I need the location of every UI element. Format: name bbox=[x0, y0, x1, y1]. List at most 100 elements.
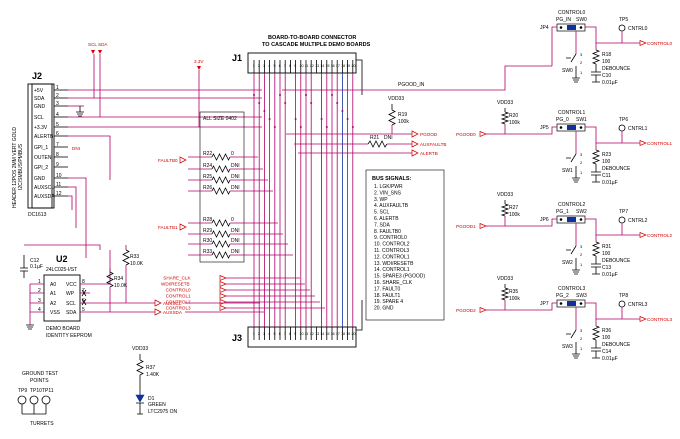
u2-left-pin: A1 bbox=[50, 291, 56, 297]
j2-pin-label: AUXSCL bbox=[34, 185, 54, 191]
debounce-label: DEBOUNCE bbox=[602, 258, 631, 264]
led-d-color: GREEN bbox=[148, 402, 166, 408]
bus-signal-item: 5. SCL bbox=[374, 210, 390, 216]
switch-ref: SW1 bbox=[562, 168, 573, 174]
switch-pin-c: 1 bbox=[580, 70, 583, 75]
pushbutton-icon bbox=[566, 329, 577, 354]
j2-pin-number: 4 bbox=[56, 112, 59, 118]
array-row-ref: R22 bbox=[203, 151, 212, 157]
gnd-tp-title-2: POINTS bbox=[30, 378, 49, 384]
net-pgood: PGOOD bbox=[420, 132, 438, 137]
test-point-icon bbox=[618, 24, 626, 32]
channel-net: CONTROL0 bbox=[647, 41, 672, 46]
j3-ref: J3 bbox=[232, 333, 242, 343]
j1-pin-number: 9 bbox=[294, 64, 296, 68]
bus-signal-item: 3. WP bbox=[374, 197, 388, 203]
j2-pin-label: AUXSDA bbox=[34, 194, 55, 200]
debounce-r-ref: R18 bbox=[602, 52, 611, 58]
j3-pin-number: 2 bbox=[258, 332, 260, 336]
switch-pin-a: 3 bbox=[580, 52, 583, 57]
channel-tp-net: CNTRL0 bbox=[628, 26, 648, 32]
channel-pg: PG_1 bbox=[556, 209, 569, 215]
pullup-supply: VDD33 bbox=[497, 100, 513, 106]
j1-pin-number: 5 bbox=[274, 64, 276, 68]
channel-tp-net: CNTRL2 bbox=[628, 218, 648, 224]
channel-pg-net: PGOOD2 bbox=[456, 308, 476, 313]
switch-ref: SW0 bbox=[562, 68, 573, 74]
array-row-ref: R28 bbox=[203, 217, 212, 223]
aux-sda-label: AUXSDA bbox=[163, 310, 183, 315]
j2-pin-number: 2 bbox=[56, 93, 59, 99]
r33-value: 10.0K bbox=[130, 261, 144, 267]
net-auxfaultb: AUXFAULTB bbox=[420, 142, 446, 147]
j3-pin-number: 8 bbox=[289, 332, 291, 336]
bus-signal-item: 7. SDA bbox=[374, 222, 391, 228]
c12: C12 0.1µF bbox=[20, 244, 101, 278]
u2-left-pin-number: 3 bbox=[38, 298, 41, 304]
u2-ref: U2 bbox=[56, 254, 68, 264]
pullup-ref: R35 bbox=[509, 289, 518, 295]
debounce-c-value: 0.01µF bbox=[602, 180, 618, 186]
j1-pin-number: 10 bbox=[300, 64, 304, 68]
turret-icon bbox=[41, 395, 51, 405]
debounce-r-value: 100 bbox=[602, 59, 611, 65]
j3-pin-number: 15 bbox=[326, 332, 330, 336]
r33-ref: R33 bbox=[130, 254, 139, 260]
channel-tp: TP5 bbox=[619, 17, 628, 23]
channel-title: CONTROL1 bbox=[558, 110, 585, 116]
bus-signal-item: 17. FAULT0 bbox=[374, 286, 401, 292]
channel-net: CONTROL3 bbox=[647, 317, 672, 322]
debounce-r-ref: R31 bbox=[602, 244, 611, 250]
u2-caption-1: DEMO BOARD bbox=[46, 326, 81, 332]
bottom-net-label: SHARE_CLK bbox=[163, 276, 191, 281]
bus-signal-item: 18. FAULT1 bbox=[374, 293, 401, 299]
j2-pin-label: GND bbox=[34, 176, 46, 182]
channel-pg: PG_0 bbox=[556, 117, 569, 123]
r19-supply: VDD33 bbox=[388, 96, 404, 102]
pushbutton-icon bbox=[566, 153, 577, 178]
channel-tp: TP8 bbox=[619, 293, 628, 299]
channel-pg-net: PGOOD0 bbox=[456, 132, 476, 137]
net-alertb: ALERTB bbox=[420, 151, 438, 156]
switch-pin-b: 2 bbox=[580, 60, 583, 65]
switch-pin-b: 2 bbox=[580, 252, 583, 257]
r34-value: 10.0K bbox=[114, 283, 128, 289]
j2-pin-label: SDA bbox=[34, 96, 45, 102]
bus-signal-item: 11. CONTROL3 bbox=[374, 248, 409, 254]
pullup-value: 100k bbox=[509, 296, 520, 302]
channel-jp: JP7 bbox=[540, 301, 549, 307]
array-row-value: 0 bbox=[231, 151, 234, 157]
u2-right-pin-number: 8 bbox=[82, 279, 85, 285]
bottom-net-label: WDI/RESETB bbox=[161, 282, 190, 287]
j1-pin-number: 19 bbox=[346, 64, 350, 68]
j1-pin-number: 13 bbox=[315, 64, 319, 68]
bus-signal-item: 2. VIN_SNS bbox=[374, 190, 402, 196]
channel-pg: PG_2 bbox=[556, 293, 569, 299]
u2-part: 24LC025-I/ST bbox=[46, 267, 77, 273]
u2-left-pin: VSS bbox=[50, 310, 61, 316]
channel-title: CONTROL2 bbox=[558, 202, 585, 208]
gnd-tp-label: TP9 bbox=[18, 388, 27, 394]
switch-pin-a: 3 bbox=[580, 328, 583, 333]
j1-ref: J1 bbox=[232, 53, 242, 63]
pushbutton-icon bbox=[566, 245, 577, 270]
channel-jp: JP6 bbox=[540, 217, 549, 223]
j3-pin-number: 6 bbox=[279, 332, 281, 336]
turret-icon bbox=[17, 395, 27, 405]
array-row-ref: R29 bbox=[203, 228, 212, 234]
switch-pin-c: 1 bbox=[580, 170, 583, 175]
j2-pin-label: +3.3V bbox=[34, 125, 48, 131]
channel-tp-net: CNTRL3 bbox=[628, 302, 648, 308]
c12-value: 0.1µF bbox=[30, 264, 43, 270]
pullup-value: 100k bbox=[509, 120, 520, 126]
j3-pin-number: 16 bbox=[331, 332, 335, 336]
debounce-c-ref: C10 bbox=[602, 73, 611, 79]
jumper-icon bbox=[556, 123, 586, 132]
debounce-label: DEBOUNCE bbox=[602, 342, 631, 348]
j1-pin-number: 15 bbox=[326, 64, 330, 68]
